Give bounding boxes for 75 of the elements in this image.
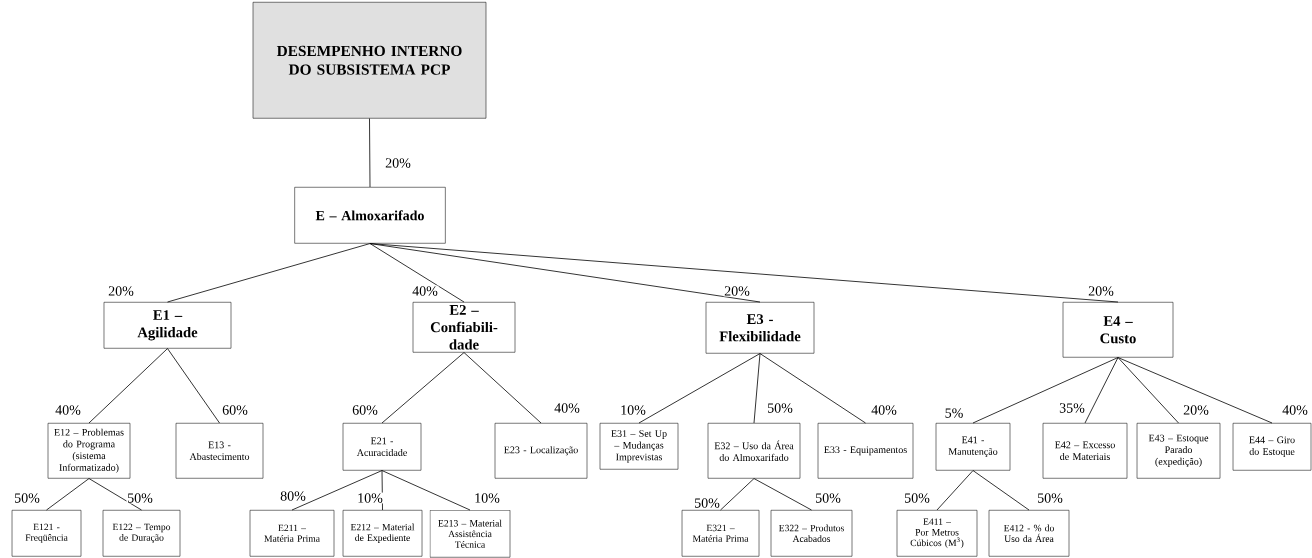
connector-line bbox=[638, 353, 761, 424]
edge-label: 40% bbox=[870, 404, 898, 416]
connector-line bbox=[369, 243, 1119, 303]
connector-line bbox=[88, 478, 142, 511]
box: E – Almoxarifado bbox=[294, 187, 446, 244]
edge-label: 10% bbox=[619, 404, 647, 416]
connector-line bbox=[291, 470, 383, 511]
box: E211 – Matéria Prima bbox=[249, 510, 335, 557]
connector-line bbox=[369, 243, 761, 303]
edge-label: 50% bbox=[693, 497, 721, 509]
box: E3 - Flexibilidade bbox=[705, 302, 815, 354]
connector-line bbox=[1117, 357, 1273, 424]
box: E13 - Abastecimento bbox=[175, 423, 264, 479]
edge-label: 60% bbox=[221, 404, 249, 416]
edge-label: 50% bbox=[13, 492, 41, 504]
edge-label: 35% bbox=[1058, 402, 1086, 414]
edge-label: 50% bbox=[1036, 492, 1064, 504]
edge-label: 20% bbox=[723, 285, 751, 297]
edge-label: 5% bbox=[944, 407, 964, 419]
box: E121 - Freqüência bbox=[11, 510, 82, 557]
box: E2 – Confiabili-dade bbox=[412, 302, 516, 353]
edge-label: 80% bbox=[279, 490, 307, 502]
edge-label: 50% bbox=[903, 492, 931, 504]
edge-label: 20% bbox=[1087, 285, 1115, 297]
box: E321 – Matéria Prima bbox=[681, 510, 760, 557]
connector-line bbox=[369, 118, 371, 188]
edge-label: 20% bbox=[1182, 404, 1210, 416]
edge-label: 50% bbox=[126, 492, 154, 504]
box: DESEMPENHO INTERNO DO SUBSISTEMA PCP bbox=[252, 2, 487, 119]
connector-line bbox=[381, 470, 471, 511]
edge-label: 50% bbox=[766, 402, 794, 414]
connector-line bbox=[1117, 357, 1179, 424]
edge-label: 20% bbox=[107, 285, 135, 297]
connector-line bbox=[753, 478, 812, 511]
box: E122 – Tempo de Duração bbox=[102, 510, 181, 557]
box: E412 - % do Uso da Área bbox=[988, 510, 1070, 557]
box: E23 - Localização bbox=[494, 423, 588, 479]
box: E212 – Material de Expediente bbox=[342, 510, 423, 557]
box: E213 – Material Assistência Técnica bbox=[429, 510, 511, 558]
edge-label: 40% bbox=[553, 402, 581, 414]
edge-label: 40% bbox=[411, 285, 439, 297]
connector-line bbox=[463, 352, 542, 424]
connector-line bbox=[167, 348, 220, 424]
connector-line bbox=[936, 470, 974, 511]
box: E322 – Produtos Acabados bbox=[770, 510, 853, 557]
edge-label: 60% bbox=[351, 404, 379, 416]
box: E21 - Acuracidade bbox=[342, 423, 422, 471]
box: E44 – Giro do Estoque bbox=[1232, 423, 1312, 471]
connector-line bbox=[753, 353, 761, 424]
edge-label: 40% bbox=[54, 404, 82, 416]
box: E12 – Problemas do Programa (sistema Informatizado) bbox=[47, 423, 131, 479]
box: E33 - Equipamentos bbox=[817, 423, 914, 479]
connector-line bbox=[759, 353, 866, 424]
box: E31 – Set Up – Mudanças Imprevistas bbox=[599, 423, 679, 470]
connector-line bbox=[167, 243, 371, 303]
box: E4 – Custo bbox=[1062, 302, 1174, 358]
box: E41 - Manutenção bbox=[935, 423, 1011, 471]
box: E42 – Excesso de Materiais bbox=[1042, 423, 1128, 479]
connector-line bbox=[369, 243, 465, 303]
box: E1 – Agilidade bbox=[103, 302, 232, 349]
connector-line bbox=[720, 478, 755, 511]
connector-line bbox=[88, 348, 168, 424]
edge-label: 10% bbox=[473, 492, 501, 504]
connector-line bbox=[972, 357, 1119, 424]
box: E32 – Uso da Área do Almoxarifado bbox=[707, 423, 801, 479]
connector-line bbox=[46, 478, 90, 511]
edge-label: 40% bbox=[1281, 404, 1309, 416]
box: E411 – Por Metros Cúbicos (M$^{3}$) bbox=[896, 510, 978, 557]
box: E43 – Estoque Parado (expedição) bbox=[1136, 423, 1221, 479]
edge-label: 20% bbox=[384, 157, 412, 169]
connector-line bbox=[972, 470, 1030, 511]
connector-line bbox=[1084, 357, 1119, 424]
edge-label: 50% bbox=[814, 492, 842, 504]
connector-line bbox=[381, 352, 465, 424]
edge-label: 10% bbox=[356, 492, 384, 504]
